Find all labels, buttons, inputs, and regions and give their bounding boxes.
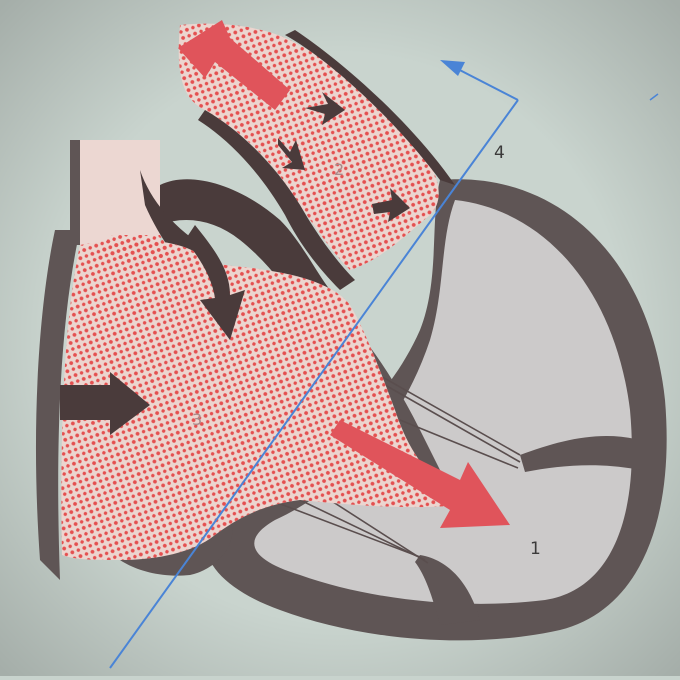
- label-4: 4: [494, 143, 505, 163]
- label-2: 2: [334, 160, 344, 179]
- label-1: 1: [530, 539, 541, 559]
- label-3: 3: [192, 410, 202, 429]
- superior-vena-cava-edge: [70, 140, 80, 245]
